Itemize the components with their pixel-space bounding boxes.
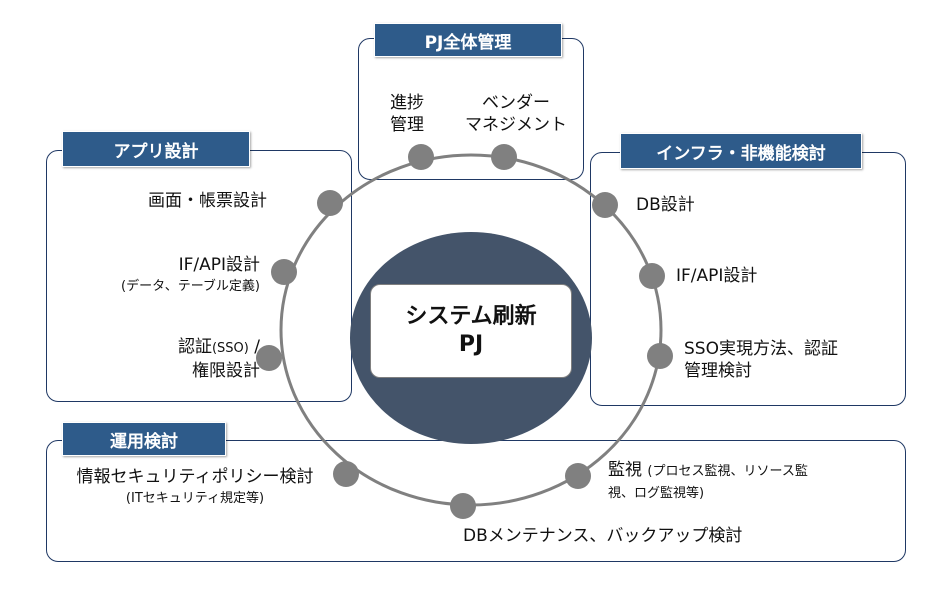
node-security-dot [333,461,359,487]
node-auth-sso: (SSO) [211,341,249,356]
node-security-sub: (ITセキュリティ規定等) [125,491,265,506]
app-design-box [46,150,352,402]
node-progress-line2: 管理 [390,115,424,135]
node-screen-dot [317,190,343,216]
node-vendor-dot [491,144,517,170]
node-sso-line1: SSO実現方法、認証 [684,339,838,359]
node-screen-label: 画面・帳票設計 [148,191,267,211]
node-ifapi-infra-label: IF/API設計 [676,266,758,286]
node-sso-line2: 管理検討 [684,361,752,381]
node-db-maint-label: DBメンテナンス、バックアップ検討 [463,526,743,546]
center-title-line1: システム刷新 [405,304,537,329]
node-security-label: 情報セキュリティポリシー検討 (ITセキュリティ規定等) [62,466,328,510]
node-ifapi-app-main: IF/API設計 [178,255,260,275]
infra-header: インフラ・非機能検討 [620,133,862,169]
node-progress-line1: 進捗 [390,93,424,113]
node-monitor-sub1: (プロセス監視、リソース監 [647,464,808,479]
node-auth-line2: 権限設計 [192,361,260,381]
node-vendor-line2: マネジメント [465,115,567,135]
node-monitor-label: 監視 (プロセス監視、リソース監 視、ログ監視等) [608,459,808,505]
node-sso-label: SSO実現方法、認証 管理検討 [684,338,838,382]
center-title: システム刷新 PJ [370,284,572,378]
node-progress-dot [408,144,434,170]
node-monitor-main: 監視 [608,460,642,480]
node-security-main: 情報セキュリティポリシー検討 [76,467,314,487]
node-auth-dot [256,345,282,371]
node-progress-label: 進捗 管理 [390,92,424,136]
node-ifapi-app-sub: (データ、テーブル定義) [121,279,260,294]
center-title-line2: PJ [458,332,484,357]
node-auth-slash: / [248,337,260,357]
ops-header: 運用検討 [62,422,226,456]
node-ifapi-app-dot [271,259,297,285]
node-vendor-label: ベンダー マネジメント [462,92,570,136]
node-db-dot [592,192,618,218]
node-monitor-dot [565,463,591,489]
node-ifapi-infra-dot [639,263,665,289]
node-vendor-line1: ベンダー [482,93,550,113]
node-auth-label: 認証(SSO) / 権限設計 [90,336,260,382]
node-sso-dot [647,343,673,369]
app-design-header: アプリ設計 [62,131,250,167]
ops-box [46,440,906,562]
node-monitor-sub2: 視、ログ監視等) [608,486,705,501]
node-ifapi-app-label: IF/API設計 (データ、テーブル定義) [90,254,260,298]
pj-management-header: PJ全体管理 [374,23,562,57]
node-db-label: DB設計 [636,195,695,215]
node-db-maint-dot [450,493,476,519]
node-auth-main: 認証 [177,337,212,357]
